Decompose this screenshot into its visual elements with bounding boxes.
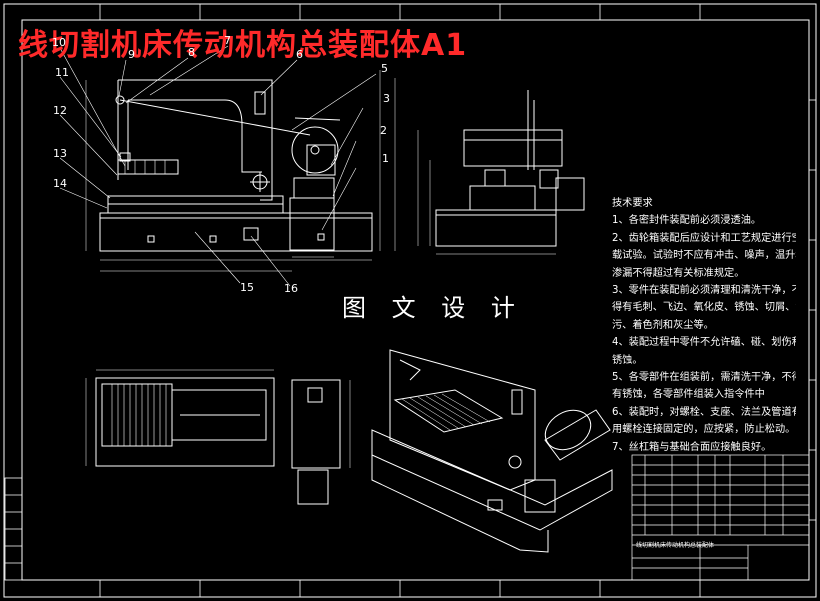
tech-req-line: 污、着色剂和灰尘等。 — [612, 319, 714, 331]
watermark: 图 文 设 计 — [342, 294, 524, 322]
callout-11: 11 — [55, 66, 69, 79]
callout-3: 3 — [383, 92, 390, 105]
callout-1: 1 — [382, 152, 389, 165]
title-block — [631, 454, 810, 581]
callout-13: 13 — [53, 147, 67, 160]
callout-7: 7 — [224, 34, 231, 47]
tech-req-line: 7、丝杠箱与基础合面应接触良好。 — [612, 441, 772, 453]
left-revision-table — [4, 477, 23, 581]
title-block-name: 线切割机床传动机构总装配体 — [636, 542, 715, 549]
tech-req-line: 2、齿轮箱装配后应设计和工艺规定进行空 — [612, 232, 796, 244]
technical-requirements: 技术要求 1、各密封件装配前必须浸透油。 2、齿轮箱装配后应设计和工艺规定进行空… — [612, 195, 796, 456]
callout-5: 5 — [381, 62, 388, 75]
tech-req-line: 4、装配过程中零件不允许磕、碰、划伤和 — [612, 337, 796, 349]
tech-req-line: 渗漏不得超过有关标准规定。 — [612, 267, 745, 279]
callout-12: 12 — [53, 104, 67, 117]
tech-req-line: 5、各零部件在组装前，需清洗干净，不得 — [612, 372, 796, 384]
callout-6: 6 — [296, 48, 303, 61]
drawing-title: 线切割机床传动机构总装配体A1 — [18, 28, 468, 63]
callout-14: 14 — [53, 177, 67, 190]
tech-req-line: 1、各密封件装配前必须浸透油。 — [612, 215, 762, 227]
tech-req-line: 有锈蚀，各零部件组装入指令件中 — [612, 389, 765, 401]
tech-req-line: 3、零件在装配前必须清理和清洗干净，不 — [612, 285, 796, 297]
callout-15: 15 — [240, 281, 254, 294]
front-view — [59, 45, 396, 287]
callout-16: 16 — [284, 282, 298, 295]
tech-req-heading: 技术要求 — [612, 198, 653, 209]
callout-9: 9 — [128, 48, 135, 61]
tech-req-line: 用螺栓连接固定的，应按紧，防止松动。 — [612, 424, 796, 436]
callout-10: 10 — [52, 36, 66, 49]
callout-8: 8 — [188, 46, 195, 59]
tech-req-line: 载试验。试验时不应有冲击、噪声，温升和 — [612, 250, 796, 262]
side-view — [417, 90, 585, 255]
callout-2: 2 — [380, 124, 387, 137]
isometric-view — [371, 349, 613, 553]
top-view — [85, 369, 351, 505]
tech-req-line: 得有毛刺、飞边、氧化皮、锈蚀、切屑、油 — [612, 302, 796, 314]
tech-req-line: 锈蚀。 — [612, 354, 643, 366]
tech-req-line: 6、装配时，对螺栓、支座、法兰及管道有 — [612, 406, 796, 418]
